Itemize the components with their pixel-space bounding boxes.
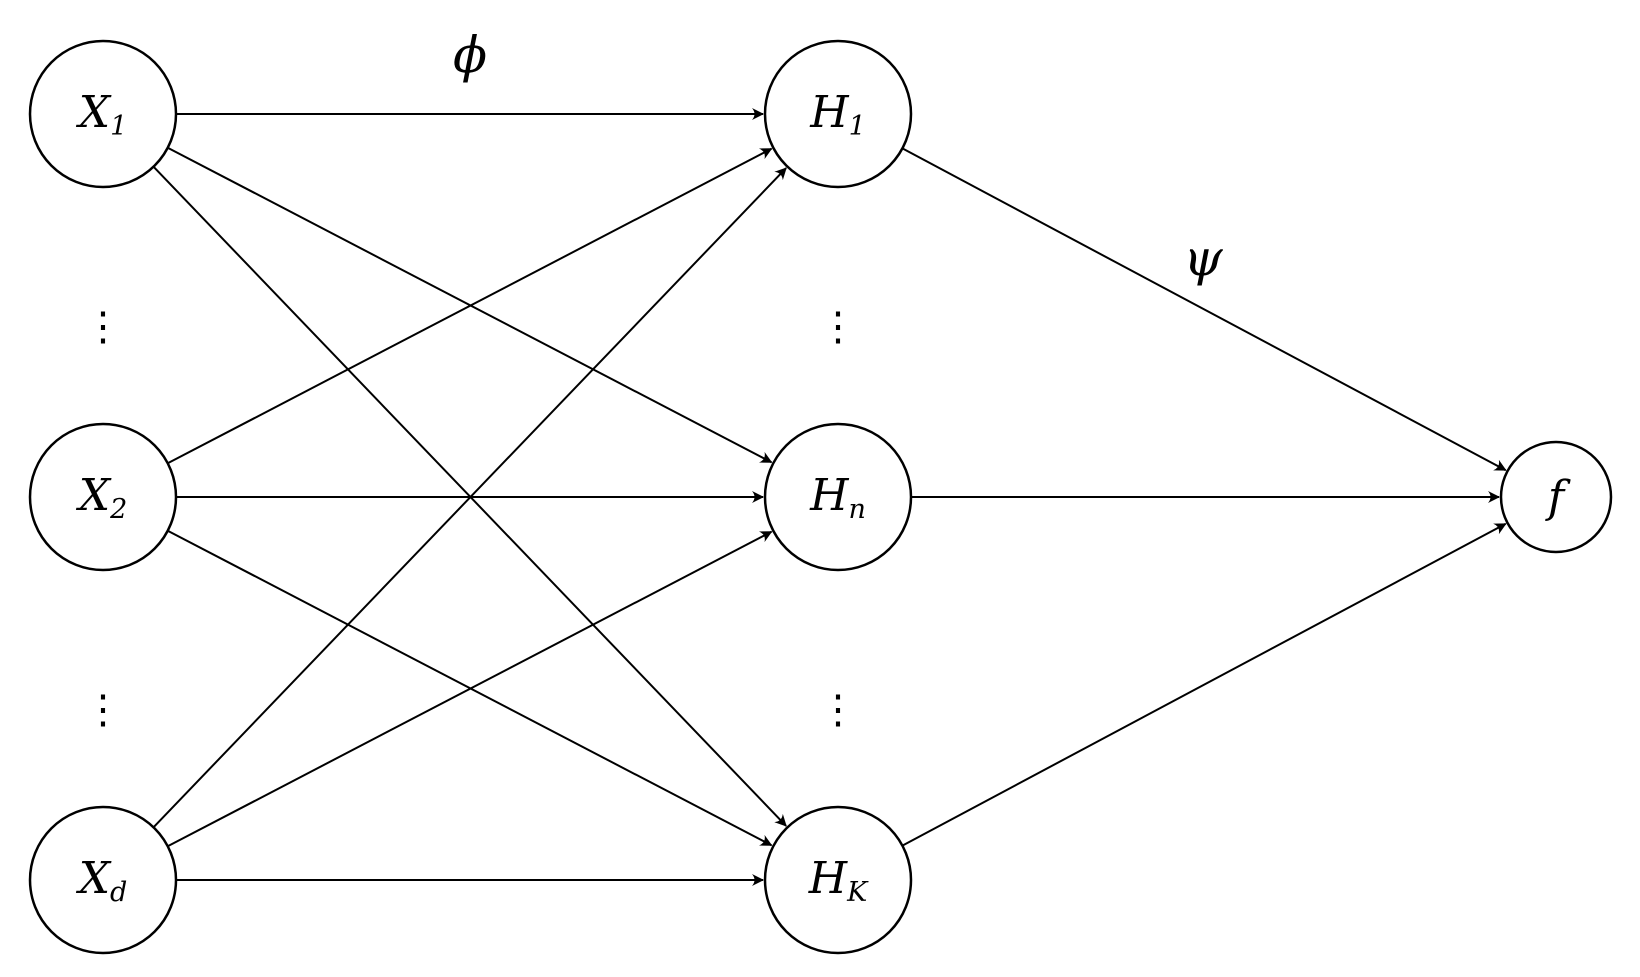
node-xd: Xd <box>28 805 178 955</box>
hidden-ellipsis-upper: ⋮ <box>818 304 858 350</box>
node-hn-label: Hn <box>809 470 866 525</box>
node-x1: X1 <box>28 39 178 189</box>
node-f: f <box>1499 440 1613 554</box>
edge-h1-to-f <box>901 147 1507 472</box>
node-hk: HK <box>763 805 913 955</box>
node-h1: H1 <box>763 39 913 189</box>
node-h1-label: H1 <box>809 87 866 142</box>
hidden-ellipsis-lower: ⋮ <box>818 687 858 733</box>
node-xd-label: Xd <box>76 853 128 908</box>
node-hk-label: HK <box>808 853 869 908</box>
node-hn: Hn <box>763 422 913 572</box>
edges <box>152 108 1507 886</box>
psi-label: ψ <box>1183 229 1223 287</box>
input-ellipsis-lower: ⋮ <box>83 687 123 733</box>
edge-x2-to-h1 <box>167 147 773 465</box>
node-x1-label: X1 <box>76 87 128 142</box>
node-x2-label: X2 <box>76 470 128 525</box>
edge-hk-to-f <box>901 522 1507 847</box>
input-ellipsis-upper: ⋮ <box>83 304 123 350</box>
phi-label: ϕ <box>453 26 487 84</box>
edge-xd-to-h1 <box>152 167 787 828</box>
edge-xd-to-hn <box>167 530 773 848</box>
node-x2: X2 <box>28 422 178 572</box>
